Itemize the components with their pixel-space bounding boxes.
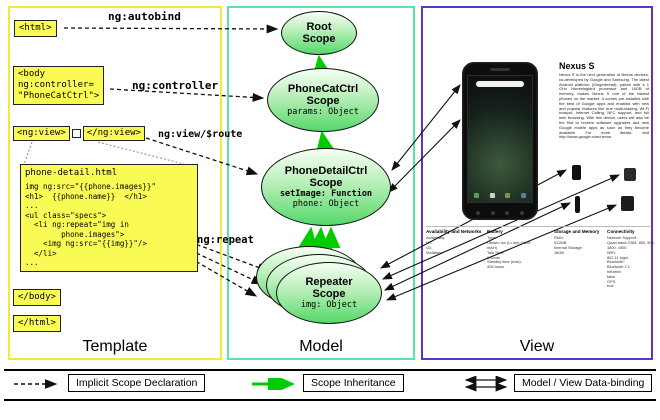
phone-thumbnail-1 [572, 165, 581, 180]
html-close-tag: </html> [13, 315, 61, 332]
root-scope-ellipse: Root Scope [281, 11, 357, 55]
phone-app-icons [474, 193, 526, 198]
spec-header: Battery [487, 229, 503, 234]
spec-col-availability: Availability and Networks Availability:M… [426, 229, 482, 289]
root-scope-name: Root [306, 21, 332, 33]
spec-lines: Network Support:Quad-band GSM: 850, 900,… [607, 235, 655, 289]
legend-implicit-label: Implicit Scope Declaration [68, 374, 206, 392]
phonecat-scope-name2: Scope [306, 95, 340, 107]
spec-header: Availability and Networks [426, 229, 482, 234]
view-panel-label: View [519, 338, 555, 355]
phonedetail-scope-prop1: setImage: Function [279, 189, 373, 199]
spec-header: Storage and Memory [554, 229, 600, 234]
legend-databinding-arrow-icon [464, 376, 508, 392]
template-panel [8, 6, 222, 360]
spec-col-connectivity: Connectivity Network Support:Quad-band G… [607, 229, 660, 289]
phonedetail-scope-name: PhoneDetailCtrl [284, 165, 368, 177]
product-title: Nexus S [559, 61, 595, 71]
repeater-scope-ellipse: Repeater Scope img: Object [276, 262, 382, 324]
root-scope-name2: Scope [302, 33, 336, 45]
legend-green-arrow-icon [252, 378, 295, 390]
phonecat-scope-name: PhoneCatCtrl [287, 83, 359, 95]
phone-earpiece [490, 68, 510, 71]
phonecat-scope-prop: params: Object [287, 107, 359, 117]
phone-detail-template-box: phone-detail.html img ng:src="{{phone.im… [20, 164, 198, 272]
phone-search-bar [476, 81, 524, 87]
phonedetail-scope-name2: Scope [309, 177, 343, 189]
phone-screen [467, 75, 533, 203]
phone-thumbnail-2 [624, 168, 636, 181]
phone-buttons [476, 211, 524, 215]
product-description: Nexus S is the next generation of Nexus … [559, 72, 649, 140]
repeater-scope-name: Repeater [305, 276, 353, 288]
body-close-tag: </body> [13, 289, 61, 306]
spec-lines: Availability:M7,O2,Vodafone [426, 235, 446, 255]
phone-detail-code: img ng:src="{{phone.images}}"<h1> {{phon… [25, 182, 156, 267]
ng-view-route-label: ng:view/$route [158, 129, 243, 140]
ng-view-open-tag: <ng:view> [13, 126, 70, 141]
repeater-scope-prop: img: Object [300, 300, 358, 310]
phone-thumbnail-4 [621, 196, 634, 211]
template-panel-label: Template [82, 338, 148, 355]
phone-image [462, 62, 538, 220]
phonedetail-scope-prop2: phone: Object [292, 199, 360, 209]
repeater-scope-name2: Scope [312, 288, 346, 300]
legend-bottom-rule [4, 399, 656, 401]
phone-thumbnail-3 [575, 196, 580, 213]
phonedetail-scope-ellipse: PhoneDetailCtrl Scope setImage: Function… [261, 148, 391, 226]
ng-controller-label: ng:controller [132, 79, 219, 92]
legend-top-rule [4, 369, 656, 371]
phone-detail-filename: phone-detail.html [25, 168, 118, 178]
ng-autobind-label: ng:autobind [108, 10, 181, 23]
ng-repeat-label: ng:repeat [197, 234, 254, 246]
legend-databinding-label: Model / View Data-binding [514, 374, 653, 392]
ng-view-placeholder-icon [71, 129, 81, 138]
spec-header: Connectivity [607, 229, 635, 234]
phonecat-scope-ellipse: PhoneCatCtrl Scope params: Object [267, 68, 379, 132]
model-panel-label: Model [299, 338, 343, 355]
legend-inheritance-label: Scope Inheritance [303, 374, 404, 392]
ng-view-close-tag: </ng:view> [82, 126, 145, 141]
ng-view-row: <ng:view> </ng:view> [13, 126, 145, 141]
html-open-tag: <html> [14, 20, 57, 37]
legend-dashed-arrow-icon [14, 379, 58, 389]
spec-table: Availability and Networks Availability:M… [426, 226, 655, 289]
